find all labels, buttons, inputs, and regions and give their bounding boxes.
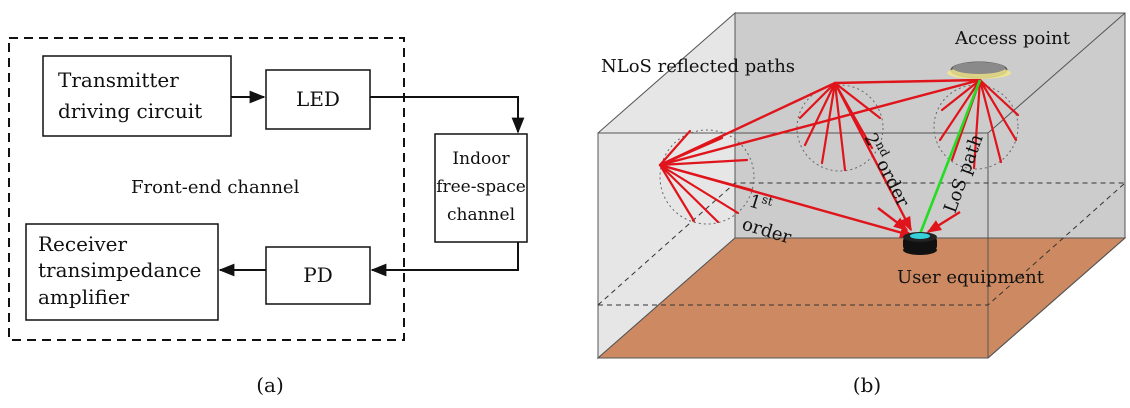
transmitter-label-line1: Transmitter	[58, 68, 179, 92]
led-block: LED	[265, 69, 371, 130]
panel-a: Transmitter driving circuit LED Indoor f…	[8, 37, 528, 397]
ray-first-order	[659, 163, 915, 239]
front-end-dashed-frame	[8, 37, 405, 341]
reflection-circle-right	[933, 84, 1019, 170]
ray-ap-to-left-reflection	[659, 78, 981, 167]
receiver-block: Receiver transimpedance amplifier	[25, 223, 219, 321]
second-order-superscript: nd	[873, 139, 893, 159]
channel-label-line2: free-space	[436, 177, 526, 197]
transmitter-block: Transmitter driving circuit	[42, 55, 232, 137]
ray-short-right	[926, 210, 961, 234]
receiver-label-line3: amplifier	[38, 285, 130, 309]
panel-b-caption: (b)	[853, 373, 881, 397]
reflection-circle-left	[659, 129, 755, 225]
user-equipment	[903, 232, 937, 255]
user-equipment-label: User equipment	[897, 267, 1045, 288]
transmitter-label-line2: driving circuit	[58, 99, 202, 123]
receiver-label-line2: transimpedance	[38, 258, 201, 282]
reflection-circle-middle	[796, 84, 884, 172]
ray-short-left	[877, 207, 909, 231]
pd-block: PD	[265, 246, 371, 305]
front-end-channel-label: Front-end channel	[131, 177, 300, 198]
panel-a-caption: (a)	[256, 373, 284, 397]
room-hidden-edge-bottom	[598, 182, 1126, 306]
room-bottom-front-edge	[987, 237, 1126, 359]
channel-label-line1: Indoor	[452, 149, 510, 169]
ray-second-order	[833, 82, 913, 232]
los-ray	[918, 79, 982, 235]
pd-label: PD	[303, 263, 333, 287]
channel-label-line3: channel	[447, 205, 515, 225]
ray-left-to-middle-reflection	[659, 81, 836, 167]
receiver-label-line1: Receiver	[38, 232, 127, 256]
panel-b: NLoS reflected paths Access point User e…	[596, 11, 1127, 397]
main-ray-paths	[659, 78, 981, 239]
access-point-label: Access point	[954, 28, 1071, 49]
led-label: LED	[296, 87, 340, 111]
arrow-channel-to-pd	[370, 242, 519, 277]
ray-ap-to-middle-reflection	[834, 78, 981, 85]
room-hidden-edge-top	[597, 182, 1125, 306]
nlos-paths-label: NLoS reflected paths	[601, 56, 795, 77]
arrow-led-to-channel	[370, 96, 525, 134]
room-top-front-edge	[987, 12, 1126, 134]
access-point	[947, 61, 1011, 79]
channel-block: Indoor free-space channel	[434, 133, 528, 243]
first-order-superscript: st	[760, 192, 775, 209]
